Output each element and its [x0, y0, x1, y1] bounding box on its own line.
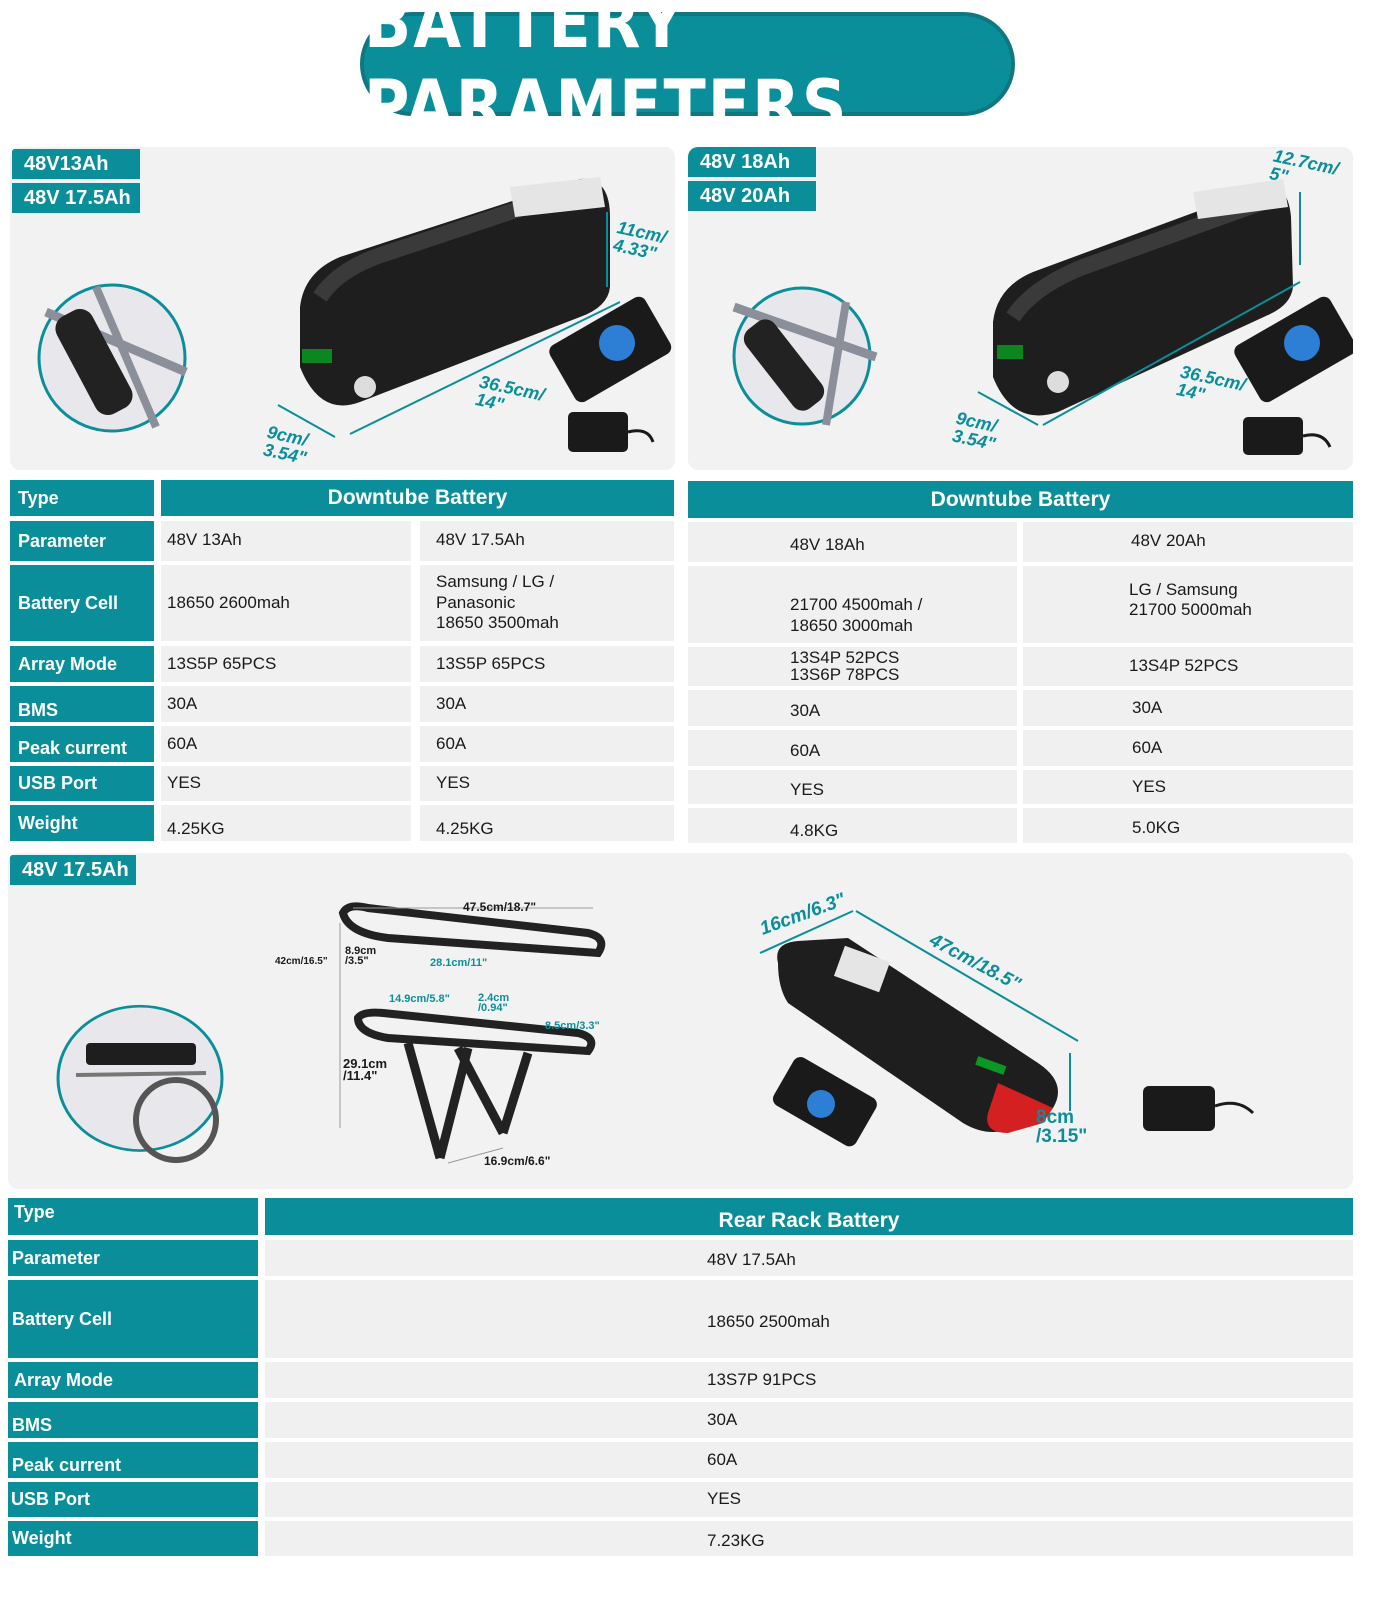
- cell-peak-current-a: 60A: [688, 730, 1017, 766]
- type-value: Rear Rack Battery: [265, 1198, 1353, 1235]
- cell-array-mode-b: 13S5P 65PCS: [420, 646, 674, 682]
- dimension-lines: [977, 192, 1301, 426]
- cell-usb-port-b: YES: [1023, 770, 1353, 804]
- cell-usb-port-b: YES: [420, 766, 674, 801]
- cell-parameter: 48V 17.5Ah: [265, 1240, 1353, 1276]
- charger-image: [1143, 1086, 1255, 1131]
- cell-bms-a: 30A: [688, 690, 1017, 726]
- rack-base-dimension: 16.9cm/6.6": [484, 1154, 551, 1168]
- cell-bms: 30A: [265, 1402, 1353, 1438]
- row-label-peak-current: Peak current: [10, 726, 154, 762]
- row-label-bms: BMS: [8, 1402, 258, 1438]
- type-label: Type: [10, 480, 154, 516]
- dimension-lines: [277, 212, 621, 438]
- capacity-tag: 48V 20Ah: [688, 181, 816, 211]
- cell-peak-current-b: 60A: [420, 726, 674, 762]
- row-label-weight: Weight: [10, 805, 154, 841]
- capacity-tag: 48V 17.5Ah: [12, 183, 140, 213]
- cell-array-mode-a: 13S4P 52PCS 13S6P 78PCS: [688, 647, 1017, 686]
- capacity-tag: 48V 17.5Ah: [10, 855, 136, 885]
- rack-inner-dimension: 28.1cm/11": [430, 957, 488, 969]
- cell-parameter-a: 48V 18Ah: [688, 522, 1017, 562]
- cell-array-mode-a: 13S5P 65PCS: [161, 646, 411, 682]
- downtube-battery-image: [300, 177, 610, 406]
- charger-image: [1243, 417, 1332, 455]
- cell-weight-b: 4.25KG: [420, 805, 674, 841]
- row-label-usb-port: USB Port: [10, 766, 154, 801]
- row-label-battery-cell: Battery Cell: [10, 565, 154, 641]
- cell-array-mode: 13S7P 91PCS: [265, 1362, 1353, 1398]
- panel-downtube-18-20: 48V 18Ah 48V 20Ah 12.7cm/ 5" 36.5cm/ 14"…: [688, 147, 1353, 470]
- battery-height-dimension: 8cm /3.15": [1036, 1107, 1088, 1147]
- cell-battery-cell-b: LG / Samsung 21700 5000mah: [1023, 566, 1353, 643]
- cell-weight-a: 4.25KG: [161, 805, 411, 841]
- bike-rack-illustration: [56, 1004, 224, 1163]
- cell-usb-port-a: YES: [688, 770, 1017, 804]
- cell-peak-current-a: 60A: [161, 726, 411, 762]
- phone-image: [549, 296, 672, 403]
- cell-bms-b: 30A: [1023, 690, 1353, 726]
- cell-peak-current-b: 60A: [1023, 730, 1353, 766]
- row-label-bms: BMS: [10, 686, 154, 722]
- cell-battery-cell: 18650 2500mah: [265, 1280, 1353, 1358]
- rack-side-dimension: 8.5cm/3.3": [545, 1020, 600, 1032]
- cell-bms-b: 30A: [420, 686, 674, 722]
- type-value: Downtube Battery: [688, 481, 1353, 518]
- cell-peak-current: 60A: [265, 1442, 1353, 1478]
- rack-mid-dimension: 14.9cm/5.8": [389, 993, 450, 1005]
- row-label-parameter: Parameter: [8, 1240, 258, 1276]
- cell-battery-cell-a: 18650 2600mah: [161, 565, 411, 641]
- downtube-battery-image: [993, 179, 1293, 416]
- rack-step-dimension: 8.9cm /3.5": [345, 945, 377, 967]
- row-label-peak-current: Peak current: [8, 1442, 258, 1478]
- cell-weight: 7.23KG: [265, 1521, 1353, 1556]
- panel-downtube-13-17: 48V13Ah 48V 17.5Ah 11cm/ 4.33" 36.5cm/ 1…: [10, 147, 675, 470]
- rack-left-dimension: 42cm/16.5": [275, 956, 328, 967]
- row-label-array-mode: Array Mode: [10, 646, 154, 682]
- panel-rear-rack: 48V 17.5Ah 47.5cm/18.7" 42cm/16.5" 8.9cm…: [8, 853, 1353, 1189]
- row-label-array-mode: Array Mode: [8, 1362, 258, 1398]
- cell-parameter-b: 48V 17.5Ah: [420, 521, 674, 561]
- cell-usb-port: YES: [265, 1482, 1353, 1517]
- type-label: Type: [8, 1198, 258, 1235]
- charger-image: [568, 412, 655, 452]
- capacity-tag: 48V13Ah: [12, 149, 140, 179]
- capacity-tag: 48V 18Ah: [688, 147, 816, 177]
- cell-weight-b: 5.0KG: [1023, 808, 1353, 843]
- dimension-lines: [759, 910, 1079, 1111]
- frame-mount-illustration: [37, 283, 188, 433]
- phone-image: [772, 1057, 877, 1147]
- row-label-parameter: Parameter: [10, 521, 154, 561]
- frame-mount-illustration: [732, 286, 878, 426]
- rear-rack-diagram: [338, 902, 606, 1164]
- rack-top-dimension: 47.5cm/18.7": [463, 900, 537, 914]
- title-banner: BATTERY PARAMETERS: [360, 0, 1015, 148]
- row-label-battery-cell: Battery Cell: [8, 1280, 258, 1358]
- cell-battery-cell-b: Samsung / LG / Panasonic 18650 3500mah: [420, 565, 674, 641]
- cell-parameter-a: 48V 13Ah: [161, 521, 411, 561]
- type-value: Downtube Battery: [161, 480, 674, 516]
- width-dimension: 9cm/ 3.54": [950, 407, 999, 455]
- page-title: BATTERY PARAMETERS: [364, 0, 849, 148]
- cell-parameter-b: 48V 20Ah: [1023, 522, 1353, 562]
- row-label-usb-port: USB Port: [8, 1482, 258, 1517]
- rack-leg-dimension: 29.1cm /11.4": [343, 1056, 388, 1083]
- cell-bms-a: 30A: [161, 686, 411, 722]
- rack-gap-dimension: 2.4cm /0.94": [478, 992, 510, 1015]
- cell-usb-port-a: YES: [161, 766, 411, 801]
- cell-weight-a: 4.8KG: [688, 808, 1017, 843]
- cell-battery-cell-a: 21700 4500mah / 18650 3000mah: [688, 566, 1017, 643]
- phone-image: [1234, 296, 1353, 403]
- cell-array-mode-b: 13S4P 52PCS: [1023, 647, 1353, 686]
- width-dimension: 9cm/ 3.54": [261, 421, 310, 469]
- rear-rack-battery-image: [777, 938, 1058, 1133]
- row-label-weight: Weight: [8, 1521, 258, 1556]
